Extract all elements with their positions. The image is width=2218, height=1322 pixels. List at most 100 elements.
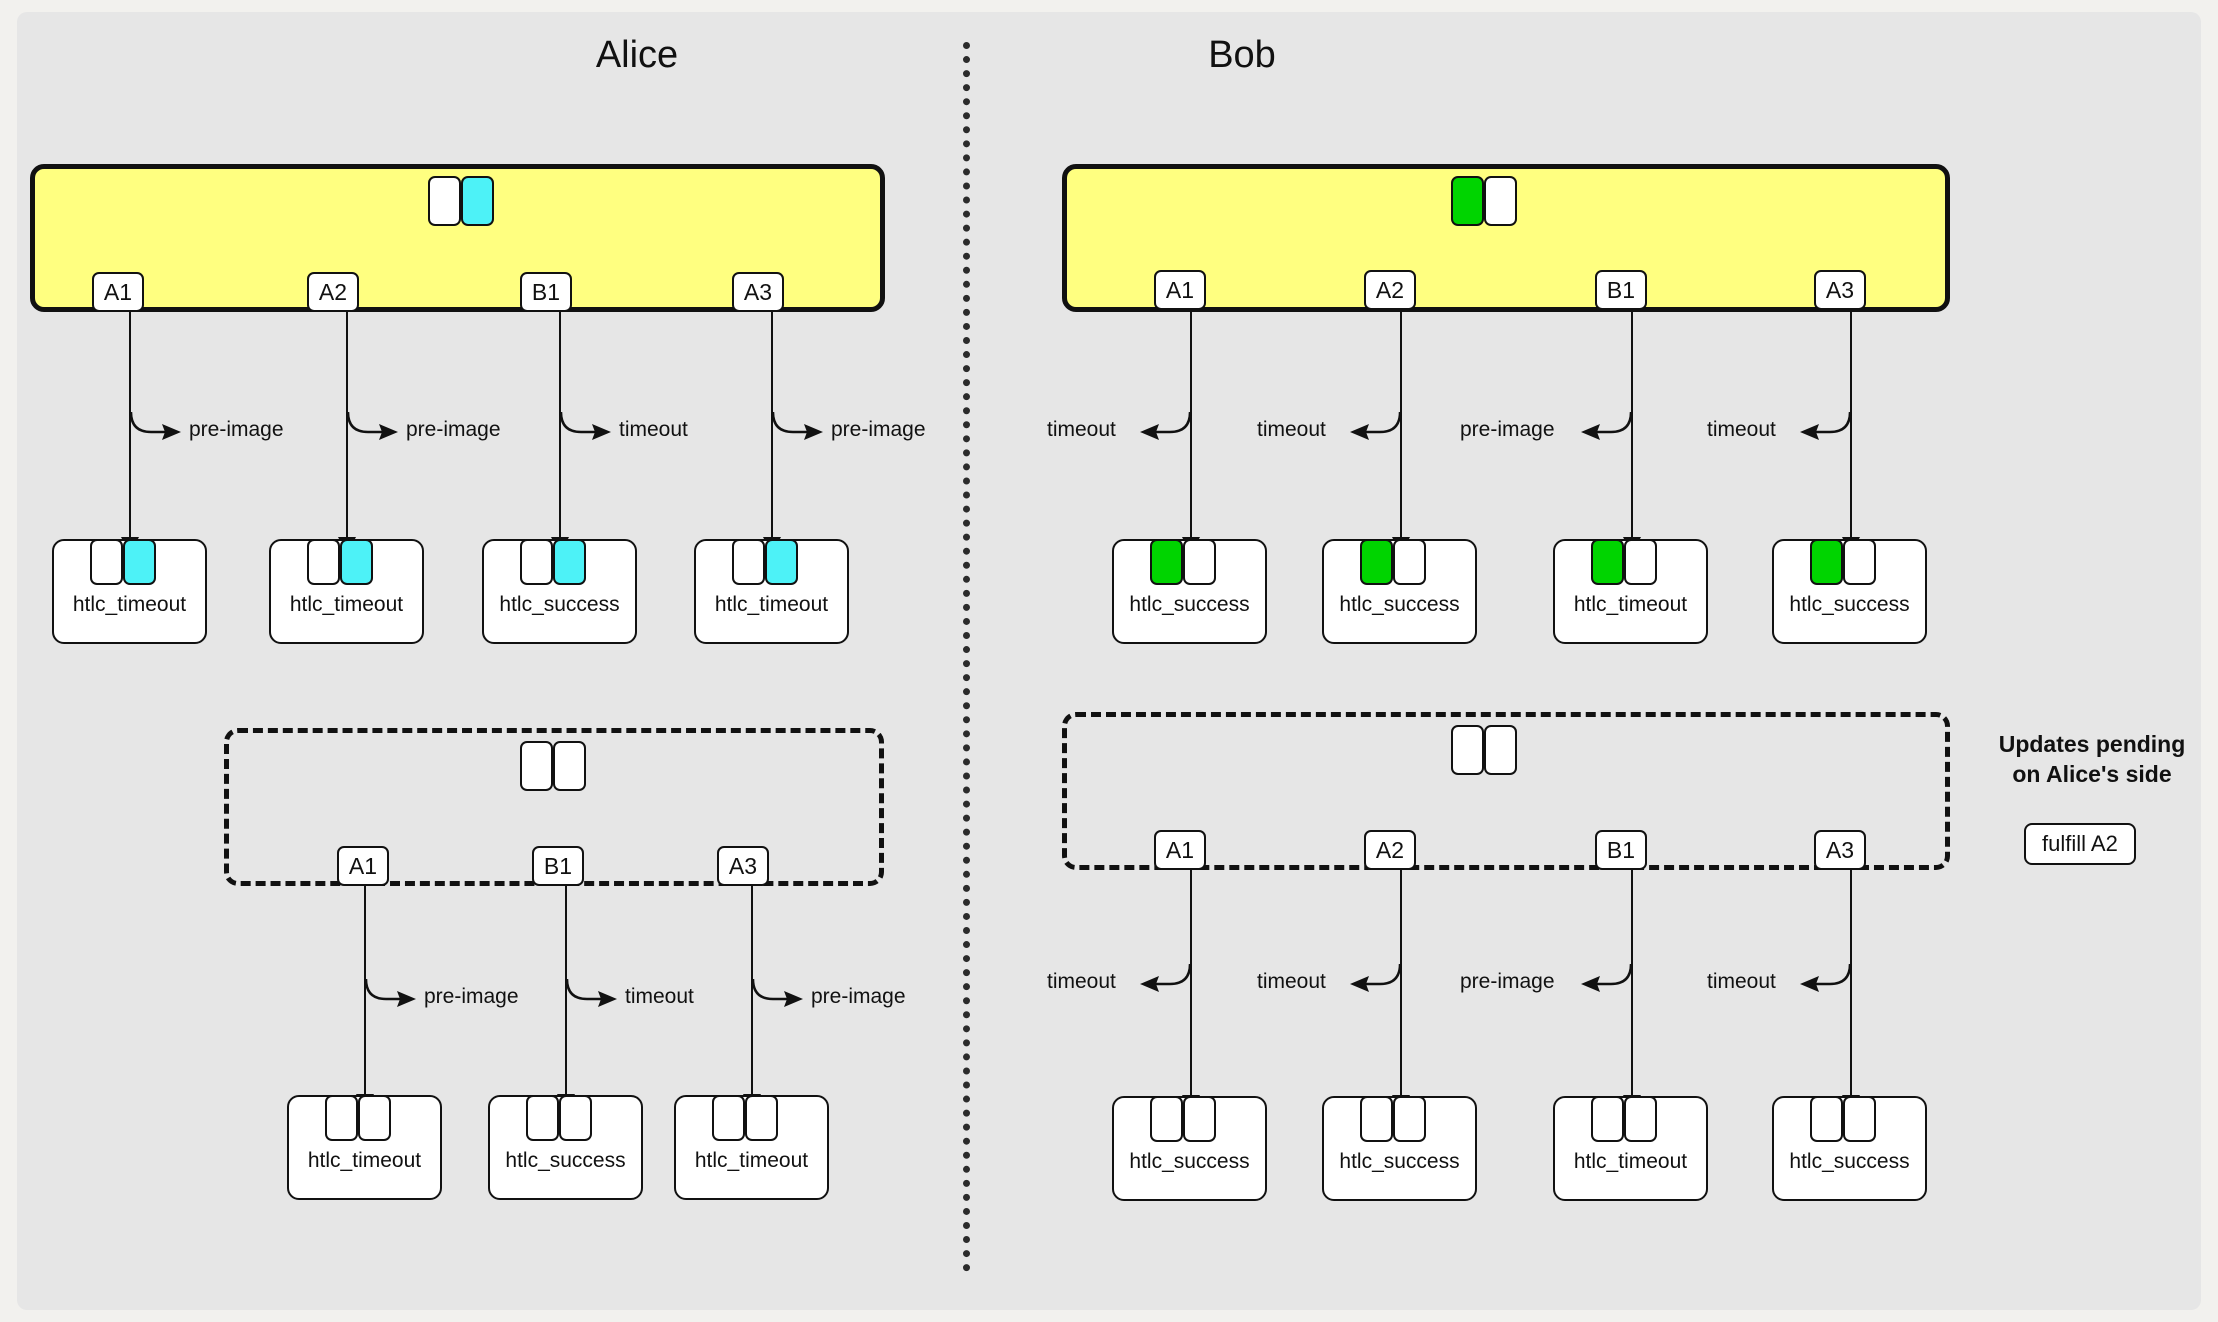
alice-htlc-tx-b1: htlc_success [482,539,637,644]
branch-hook-icon [559,411,611,440]
htlc-input-cell [1624,539,1657,585]
connector-line [1850,310,1852,544]
balance-output-remote [520,741,553,791]
branch-hook-icon [1350,411,1402,440]
branch-label: pre-image [811,985,906,1008]
alice-commitment-tab-a3[interactable]: A3 [732,272,784,312]
alice-pending-htlc-tx-b1: htlc_success [488,1095,643,1200]
alice-pending-tab-a3[interactable]: A3 [717,846,769,886]
branch-hook-icon [1800,963,1852,992]
diagram-canvas: Alice Bob A1 A2 B1 A3 pre-image pre-imag… [17,12,2201,1310]
balance-output-remote [428,176,461,226]
branch-label: timeout [625,985,694,1008]
branch-label: pre-image [1460,970,1555,993]
htlc-inputs [1360,539,1426,585]
htlc-tx-name: htlc_timeout [714,593,829,616]
htlc-input-cell [765,539,798,585]
balance-output-local [461,176,494,226]
htlc-input-cell [520,539,553,585]
bob-pending-tab-a1[interactable]: A1 [1154,830,1206,870]
htlc-tx-name: htlc_success [505,1149,626,1172]
alice-pending-tab-a1[interactable]: A1 [337,846,389,886]
htlc-inputs [1150,539,1216,585]
alice-commitment-balance [428,176,494,226]
connector-line [129,312,131,544]
htlc-input-cell [526,1095,559,1141]
htlc-tx-name: htlc_success [1789,593,1910,616]
connector-line [751,886,753,1101]
bob-commitment-tx [1062,164,1950,312]
bob-pending-tab-b1[interactable]: B1 [1595,830,1647,870]
branch-label: timeout [1707,418,1776,441]
connector-line [346,312,348,544]
branch-hook-icon [1800,411,1852,440]
htlc-tx-name: htlc_timeout [72,593,187,616]
balance-output-remote [1484,725,1517,775]
connector-line [1190,310,1192,544]
htlc-tx-name: htlc_timeout [289,593,404,616]
bob-commitment-tab-b1[interactable]: B1 [1595,270,1647,310]
htlc-input-cell [1591,1096,1624,1142]
branch-hook-icon [346,411,398,440]
htlc-inputs [1360,1096,1426,1142]
htlc-input-cell [1360,1096,1393,1142]
bob-pending-tab-a3[interactable]: A3 [1814,830,1866,870]
alice-pending-balance [520,741,586,791]
htlc-input-cell [1810,539,1843,585]
htlc-input-cell [1393,1096,1426,1142]
htlc-input-cell [559,1095,592,1141]
htlc-tx-name: htlc_timeout [307,1149,422,1172]
connector-line [1631,870,1633,1102]
htlc-tx-name: htlc_success [1339,1150,1460,1173]
bob-pending-htlc-tx-a3: htlc_success [1772,1096,1927,1201]
branch-label: pre-image [831,418,926,441]
htlc-inputs [732,539,798,585]
htlc-inputs [1591,539,1657,585]
bob-pending-htlc-tx-a2: htlc_success [1322,1096,1477,1201]
branch-hook-icon [1581,411,1633,440]
htlc-input-cell [732,539,765,585]
branch-hook-icon [751,978,803,1007]
branch-hook-icon [1140,963,1192,992]
bob-htlc-tx-a3: htlc_success [1772,539,1927,644]
branch-label: pre-image [189,418,284,441]
htlc-tx-name: htlc_timeout [1573,1150,1688,1173]
bob-commitment-tab-a3[interactable]: A3 [1814,270,1866,310]
htlc-inputs [520,539,586,585]
branch-label: timeout [1047,970,1116,993]
htlc-input-cell [1624,1096,1657,1142]
connector-line [1400,870,1402,1102]
alice-commitment-tab-a2[interactable]: A2 [307,272,359,312]
alice-commitment-tab-a1[interactable]: A1 [92,272,144,312]
bob-pending-balance [1451,725,1517,775]
balance-output-local [553,741,586,791]
alice-pending-tab-b1[interactable]: B1 [532,846,584,886]
bob-pending-tab-a2[interactable]: A2 [1364,830,1416,870]
branch-label: timeout [1257,418,1326,441]
alice-htlc-tx-a1: htlc_timeout [52,539,207,644]
branch-label: timeout [1047,418,1116,441]
connector-line [1850,870,1852,1102]
htlc-tx-name: htlc_success [1339,593,1460,616]
party-title-alice: Alice [595,34,679,76]
connector-line [364,886,366,1101]
branch-hook-icon [771,411,823,440]
htlc-tx-name: htlc_success [1129,1150,1250,1173]
htlc-inputs [1150,1096,1216,1142]
htlc-tx-name: htlc_success [499,593,620,616]
balance-output-remote [1484,176,1517,226]
htlc-input-cell [1591,539,1624,585]
htlc-input-cell [1810,1096,1843,1142]
htlc-tx-name: htlc_timeout [694,1149,809,1172]
connector-line [771,312,773,544]
party-divider [963,42,970,1272]
alice-commitment-tab-b1[interactable]: B1 [520,272,572,312]
htlc-inputs [1810,1096,1876,1142]
balance-output-local [1451,725,1484,775]
bob-pending-commitment-tx [1062,712,1950,870]
bob-commitment-tab-a1[interactable]: A1 [1154,270,1206,310]
pending-update-chip[interactable]: fulfill A2 [2024,823,2136,865]
bob-commitment-tab-a2[interactable]: A2 [1364,270,1416,310]
branch-hook-icon [364,978,416,1007]
htlc-input-cell [1150,539,1183,585]
